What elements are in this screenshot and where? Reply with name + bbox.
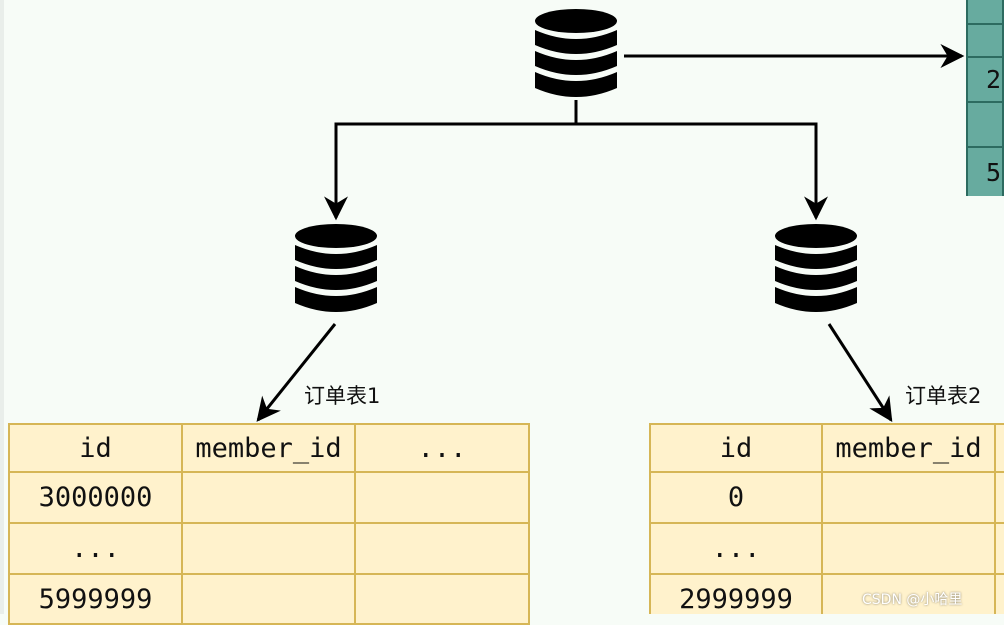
table-cell: ... [8, 522, 183, 575]
table-cell [821, 522, 996, 575]
right-order-table: id member_id 0 ... 2999999 [649, 423, 1004, 614]
table-row: 3000000 [8, 471, 530, 524]
table-row: ... [649, 522, 1004, 575]
table-header-row: id member_id ... [8, 423, 530, 473]
arrow-root-to-left-db [324, 122, 576, 221]
left-order-table: id member_id ... 3000000 ... 5999999 [8, 423, 530, 625]
table-cell: 0 [649, 471, 823, 524]
header-cell-ellipsis: ... [354, 423, 530, 473]
right-table-label: 订单表2 [905, 384, 982, 408]
route-cell [966, 101, 1004, 148]
route-cell [966, 23, 1004, 58]
arrow-left-db-to-table [256, 323, 337, 422]
table-cell [181, 522, 356, 575]
route-table: 2 5 [966, 0, 1004, 196]
table-cell [181, 573, 356, 625]
route-cell: 2 [966, 56, 1004, 103]
watermark: CSDN @小哈里 [862, 592, 963, 608]
table-row: 0 [649, 471, 1004, 524]
table-cell [821, 471, 996, 524]
header-cell-extra [994, 423, 1004, 473]
header-cell-member-id: member_id [821, 423, 996, 473]
left-database-icon [295, 224, 377, 312]
table-cell [181, 471, 356, 524]
arrow-right-db-to-table [827, 323, 893, 423]
root-database-icon [535, 9, 617, 97]
table-cell: 3000000 [8, 471, 183, 524]
table-header-row: id member_id [649, 423, 1004, 473]
table-cell: 2999999 [649, 573, 823, 614]
route-cell: 5 [966, 146, 1004, 196]
table-cell [994, 471, 1004, 524]
route-cell [966, 0, 1004, 25]
table-cell [354, 573, 530, 625]
arrow-root-to-right-db [576, 122, 828, 221]
table-row: ... [8, 522, 530, 575]
table-row: 2999999 [649, 573, 1004, 614]
left-edge-strip [0, 0, 4, 614]
header-cell-member-id: member_id [181, 423, 356, 473]
table-cell [994, 573, 1004, 614]
right-table-clip: id member_id 0 ... 2999999 [649, 423, 1004, 614]
table-cell: ... [649, 522, 823, 575]
table-cell [994, 522, 1004, 575]
header-cell-id: id [649, 423, 823, 473]
table-cell [821, 573, 996, 614]
table-row: 5999999 [8, 573, 530, 625]
left-table-label: 订单表1 [304, 384, 381, 408]
header-cell-id: id [8, 423, 183, 473]
table-cell [354, 522, 530, 575]
route-table-clip: 2 5 [966, 0, 1004, 196]
right-database-icon [775, 224, 857, 312]
table-cell [354, 471, 530, 524]
table-cell: 5999999 [8, 573, 183, 625]
